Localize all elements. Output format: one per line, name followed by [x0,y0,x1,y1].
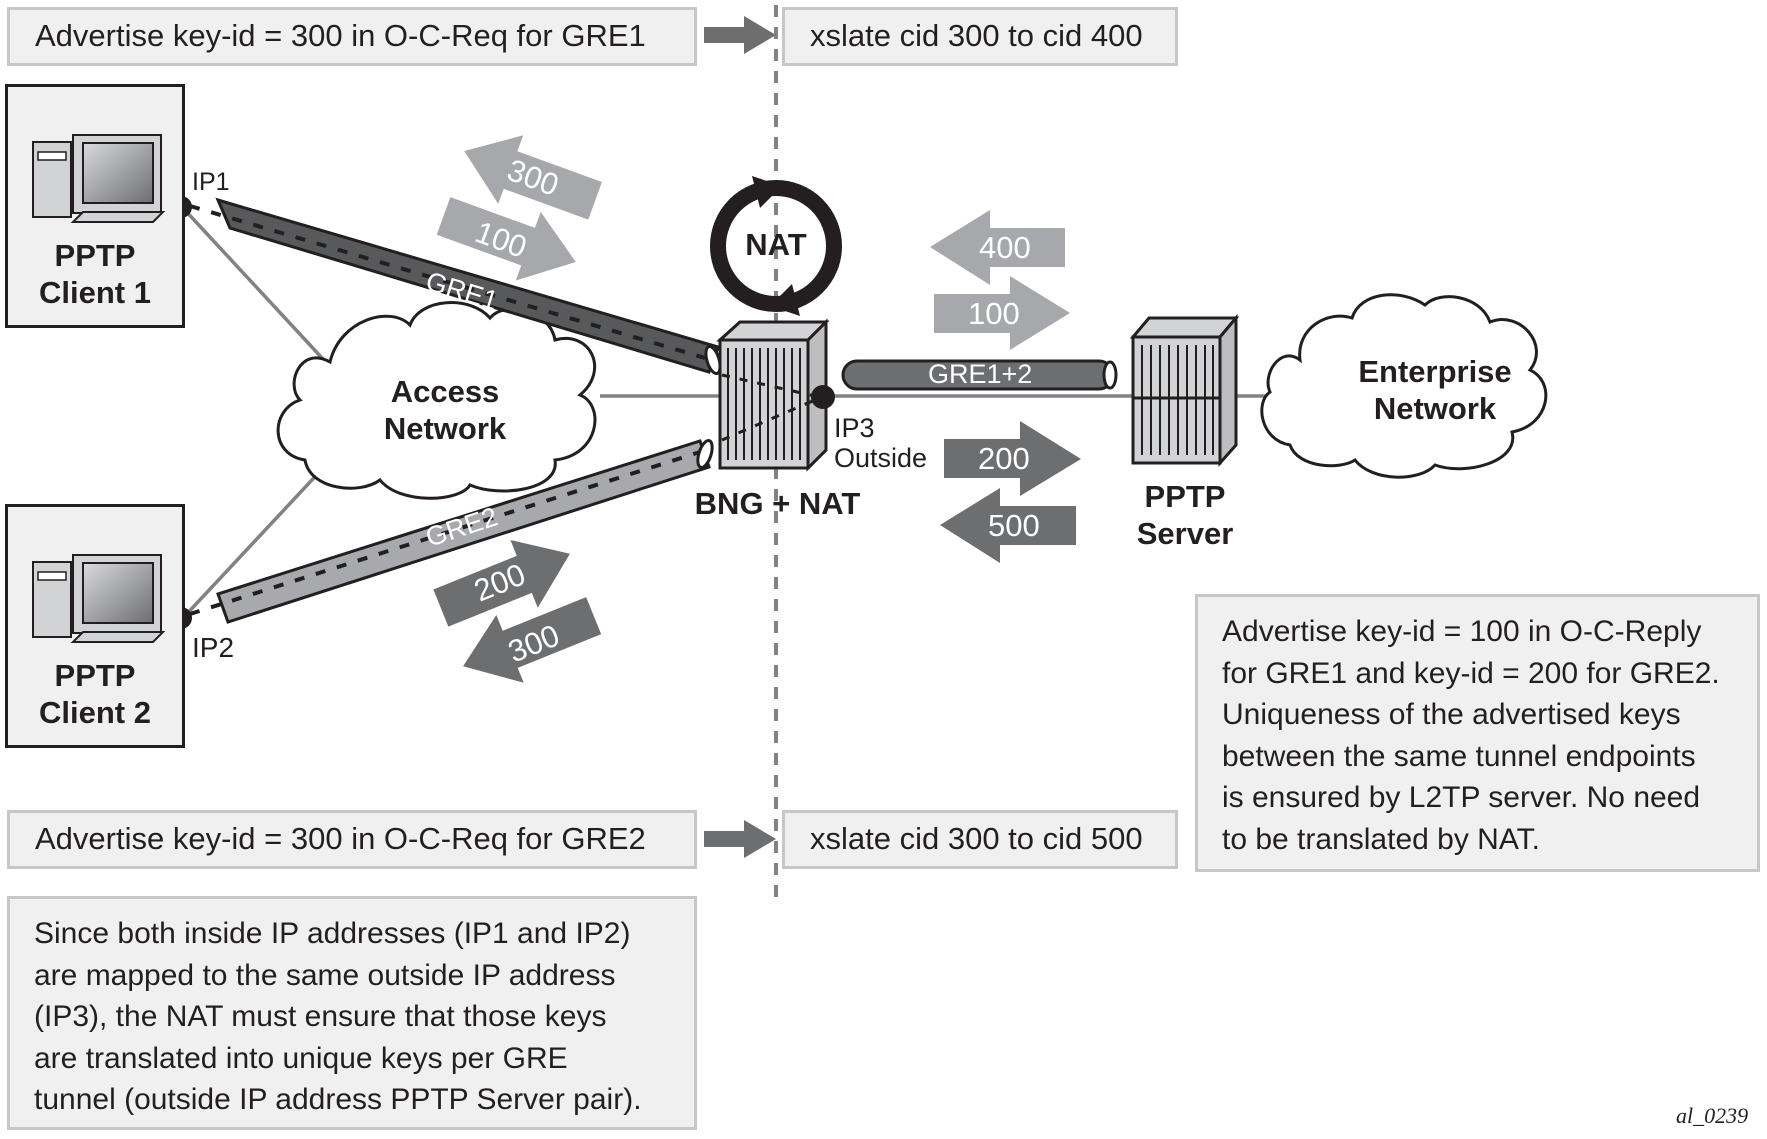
nat-uniqueness-note: Since both inside IP addresses (IP1 and … [7,896,697,1130]
outside-key-100-label: 100 [968,296,1020,331]
outside-key-arrow-200 [944,421,1081,496]
ip2-label: IP2 [192,632,235,663]
pptp-server-label-line1: PPTP [1144,479,1226,514]
client1-label-line1: PPTP [54,238,136,273]
access-network-label-line1: Access [390,374,500,409]
outside-key-arrow-500 [940,488,1076,563]
nat-arrowhead-top [752,176,782,208]
client2-label-line1: PPTP [54,658,136,693]
nat-uniqueness-note-line: (IP3), the NAT must ensure that those ke… [34,1000,607,1033]
outside-key-400-label: 400 [979,230,1031,265]
gre12-tunnel [841,359,1118,391]
client2-label-line2: Client 2 [39,695,151,730]
gre1-key-arrow-100 [436,197,576,281]
server-key-note-line: Uniqueness of the advertised keys [1222,698,1681,731]
server-key-note-line: is ensured by L2TP server. No need [1222,781,1701,814]
ip3-label-ip: IP3 [834,413,875,443]
ip1-label: IP1 [192,168,230,196]
nat-uniqueness-note-line: are mapped to the same outside IP addres… [34,958,616,992]
nat-uniqueness-note-line: Since both inside IP addresses (IP1 and … [34,917,631,950]
server-key-note-line: to be translated by NAT. [1222,822,1540,856]
enterprise-network-cloud [1260,293,1548,479]
outside-key-500-label: 500 [988,508,1040,543]
gre2-key-arrow-200 [433,540,570,627]
outside-key-arrow-100 [934,276,1070,350]
gre12-tunnel-label: GRE1+2 [928,359,1033,389]
nat-uniqueness-note-line: tunnel (outside IP address PPTP Server p… [34,1083,642,1116]
figure-id: al_0239 [1676,1103,1749,1128]
bottom-pointer-arrow [704,820,776,858]
bng-nat-label: BNG + NAT [694,486,861,521]
pptp-server-label: PPTP Server [1105,478,1265,552]
enterprise-network-label: Enterprise Network [1330,353,1540,427]
server-key-note: Advertise key-id = 100 in O-C-Reply for … [1195,594,1760,872]
enterprise-network-label-line2: Network [1373,391,1497,426]
gre1-request-note-text: Advertise key-id = 300 in O-C-Req for GR… [35,18,646,54]
server-key-note-line: Advertise key-id = 100 in O-C-Reply [1222,615,1702,648]
gre2-tunnel [189,439,714,624]
access-network-label: Access Network [350,373,540,447]
nat-cycle-icon [710,180,842,312]
gre2-request-note-text: Advertise key-id = 300 in O-C-Req for GR… [35,821,646,857]
ip3-endpoint [811,385,835,409]
nat-arrowhead-bottom [770,284,800,316]
top-pointer-arrow [704,16,776,54]
pptp-server-label-line2: Server [1136,516,1234,551]
gre1-key-arrow-300 [464,135,602,220]
server-key-note-line: for GRE1 and key-id = 200 for GRE2. [1222,656,1720,690]
gre2-key-arrow-300 [463,597,602,683]
server-key-note-line: between the same tunnel endpoints [1222,739,1696,773]
pptp-client-2: PPTP Client 2 [5,504,185,748]
bng-chassis-icon [716,318,830,472]
access-network-label-line2: Network [383,411,507,446]
pptp-server-chassis-icon [1129,313,1240,467]
gre1-tunnel [189,197,722,376]
client1-label: PPTP Client 1 [8,237,182,311]
gre2-translation-note-text: xslate cid 300 to cid 500 [810,821,1143,857]
enterprise-network-label-line1: Enterprise [1358,354,1512,389]
ip3-label: IP3 Outside [834,413,927,473]
access-network-cloud [276,301,597,500]
pptp-client-1: PPTP Client 1 [5,84,185,328]
gre2-translation-note: xslate cid 300 to cid 500 [782,810,1178,869]
gre1-request-note: Advertise key-id = 300 in O-C-Req for GR… [7,7,697,66]
client1-label-line2: Client 1 [39,275,151,310]
outside-key-arrow-400 [930,210,1065,285]
gre2-request-note: Advertise key-id = 300 in O-C-Req for GR… [7,810,697,869]
client2-label: PPTP Client 2 [8,657,182,731]
ip3-label-outside: Outside [834,443,928,473]
computer-icon [32,554,166,643]
outside-key-200-label: 200 [978,441,1030,476]
computer-icon [32,134,166,223]
nat-uniqueness-note-line: are translated into unique keys per GRE [34,1041,568,1075]
nat-badge-label: NAT [745,227,807,262]
gre1-translation-note-text: xslate cid 300 to cid 400 [810,18,1143,54]
gre1-translation-note: xslate cid 300 to cid 400 [782,7,1178,66]
